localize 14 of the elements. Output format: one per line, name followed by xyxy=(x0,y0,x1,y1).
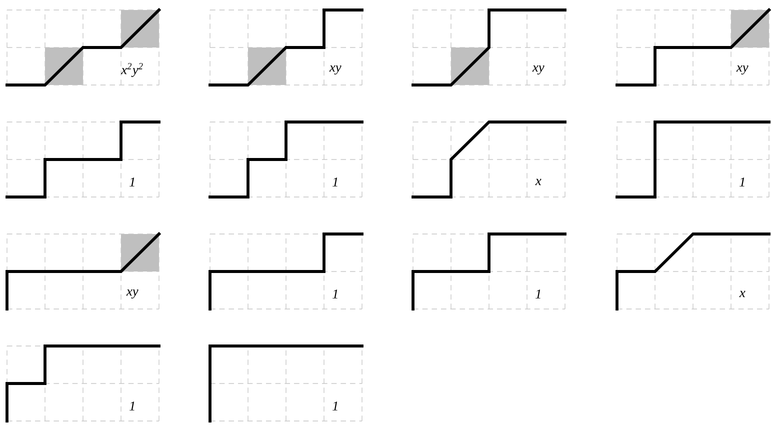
weight-label: x xyxy=(739,290,746,298)
weight-label: 1 xyxy=(332,402,338,410)
weight-label: xy xyxy=(126,290,138,298)
weight-label: 1 xyxy=(130,402,134,410)
weight-label: xy xyxy=(532,66,544,74)
weight-label: xy xyxy=(329,66,342,74)
weight-label: 1 xyxy=(536,290,540,298)
weight-label: 1 xyxy=(332,178,338,186)
weight-label: 1 xyxy=(332,290,338,298)
weight-label: x xyxy=(535,178,542,186)
weight-label: 1 xyxy=(130,178,134,186)
weight-label: xy xyxy=(736,66,748,74)
weight-label: 1 xyxy=(740,178,744,186)
weight-label: x$^{2}$y$^{2}$ xyxy=(120,63,143,77)
